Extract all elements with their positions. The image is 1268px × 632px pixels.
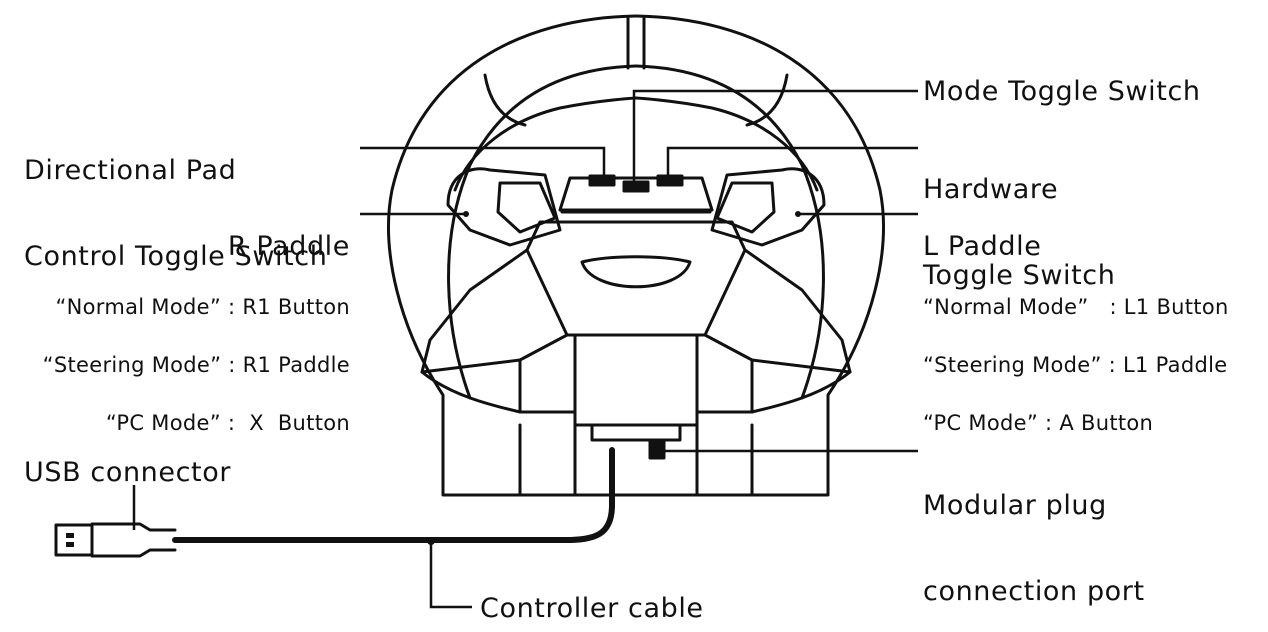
connector-block — [590, 423, 682, 442]
dpad-toggle-switch — [588, 174, 616, 187]
leader-cable — [429, 541, 472, 609]
l-paddle-shape — [715, 181, 776, 234]
leader-dpad — [360, 146, 606, 178]
mode-toggle-label: Mode Toggle Switch — [923, 76, 1201, 107]
wing-right — [703, 248, 852, 374]
leader-hardware — [666, 146, 918, 178]
modular-plug-label: Modular plug connection port — [923, 490, 1145, 607]
mode-toggle-switch — [622, 180, 650, 193]
rim-inner-left — [453, 96, 638, 192]
wing-left — [420, 248, 569, 374]
r-paddle-label: R Paddle “Normal Mode” : R1 Button “Stee… — [42, 231, 350, 435]
modular-plug-port — [648, 438, 666, 460]
central-hub — [525, 220, 747, 337]
controller-cable-label: Controller cable — [480, 593, 704, 624]
wing-left-edge — [420, 370, 577, 414]
usb-connector-label: USB connector — [24, 457, 232, 488]
hardware-toggle-switch — [656, 174, 684, 187]
controller-cable-line — [172, 447, 615, 543]
wheel-top-marker — [626, 16, 646, 70]
lower-body-inner — [518, 358, 754, 414]
r-paddle-shape — [496, 181, 557, 234]
rim-inner-right — [634, 96, 819, 192]
wheel-rim-outer — [387, 14, 885, 497]
leader-mode — [632, 89, 918, 185]
lower-body — [573, 333, 699, 427]
base-plate — [518, 423, 754, 497]
wing-right-edge — [695, 370, 852, 414]
switch-panel — [558, 176, 714, 212]
hub-emblem — [580, 255, 692, 289]
hardware-toggle-label: Hardware Toggle Switch — [923, 174, 1116, 291]
wheel-rim-inner — [447, 64, 825, 400]
l-paddle-label: L Paddle “Normal Mode” : L1 Button “Stee… — [923, 231, 1229, 435]
dpad-switch-label: Directional Pad Control Toggle Switch — [24, 155, 328, 272]
spoke-right — [710, 167, 826, 247]
usb-plug-tip — [54, 523, 94, 557]
spoke-left — [446, 167, 562, 247]
